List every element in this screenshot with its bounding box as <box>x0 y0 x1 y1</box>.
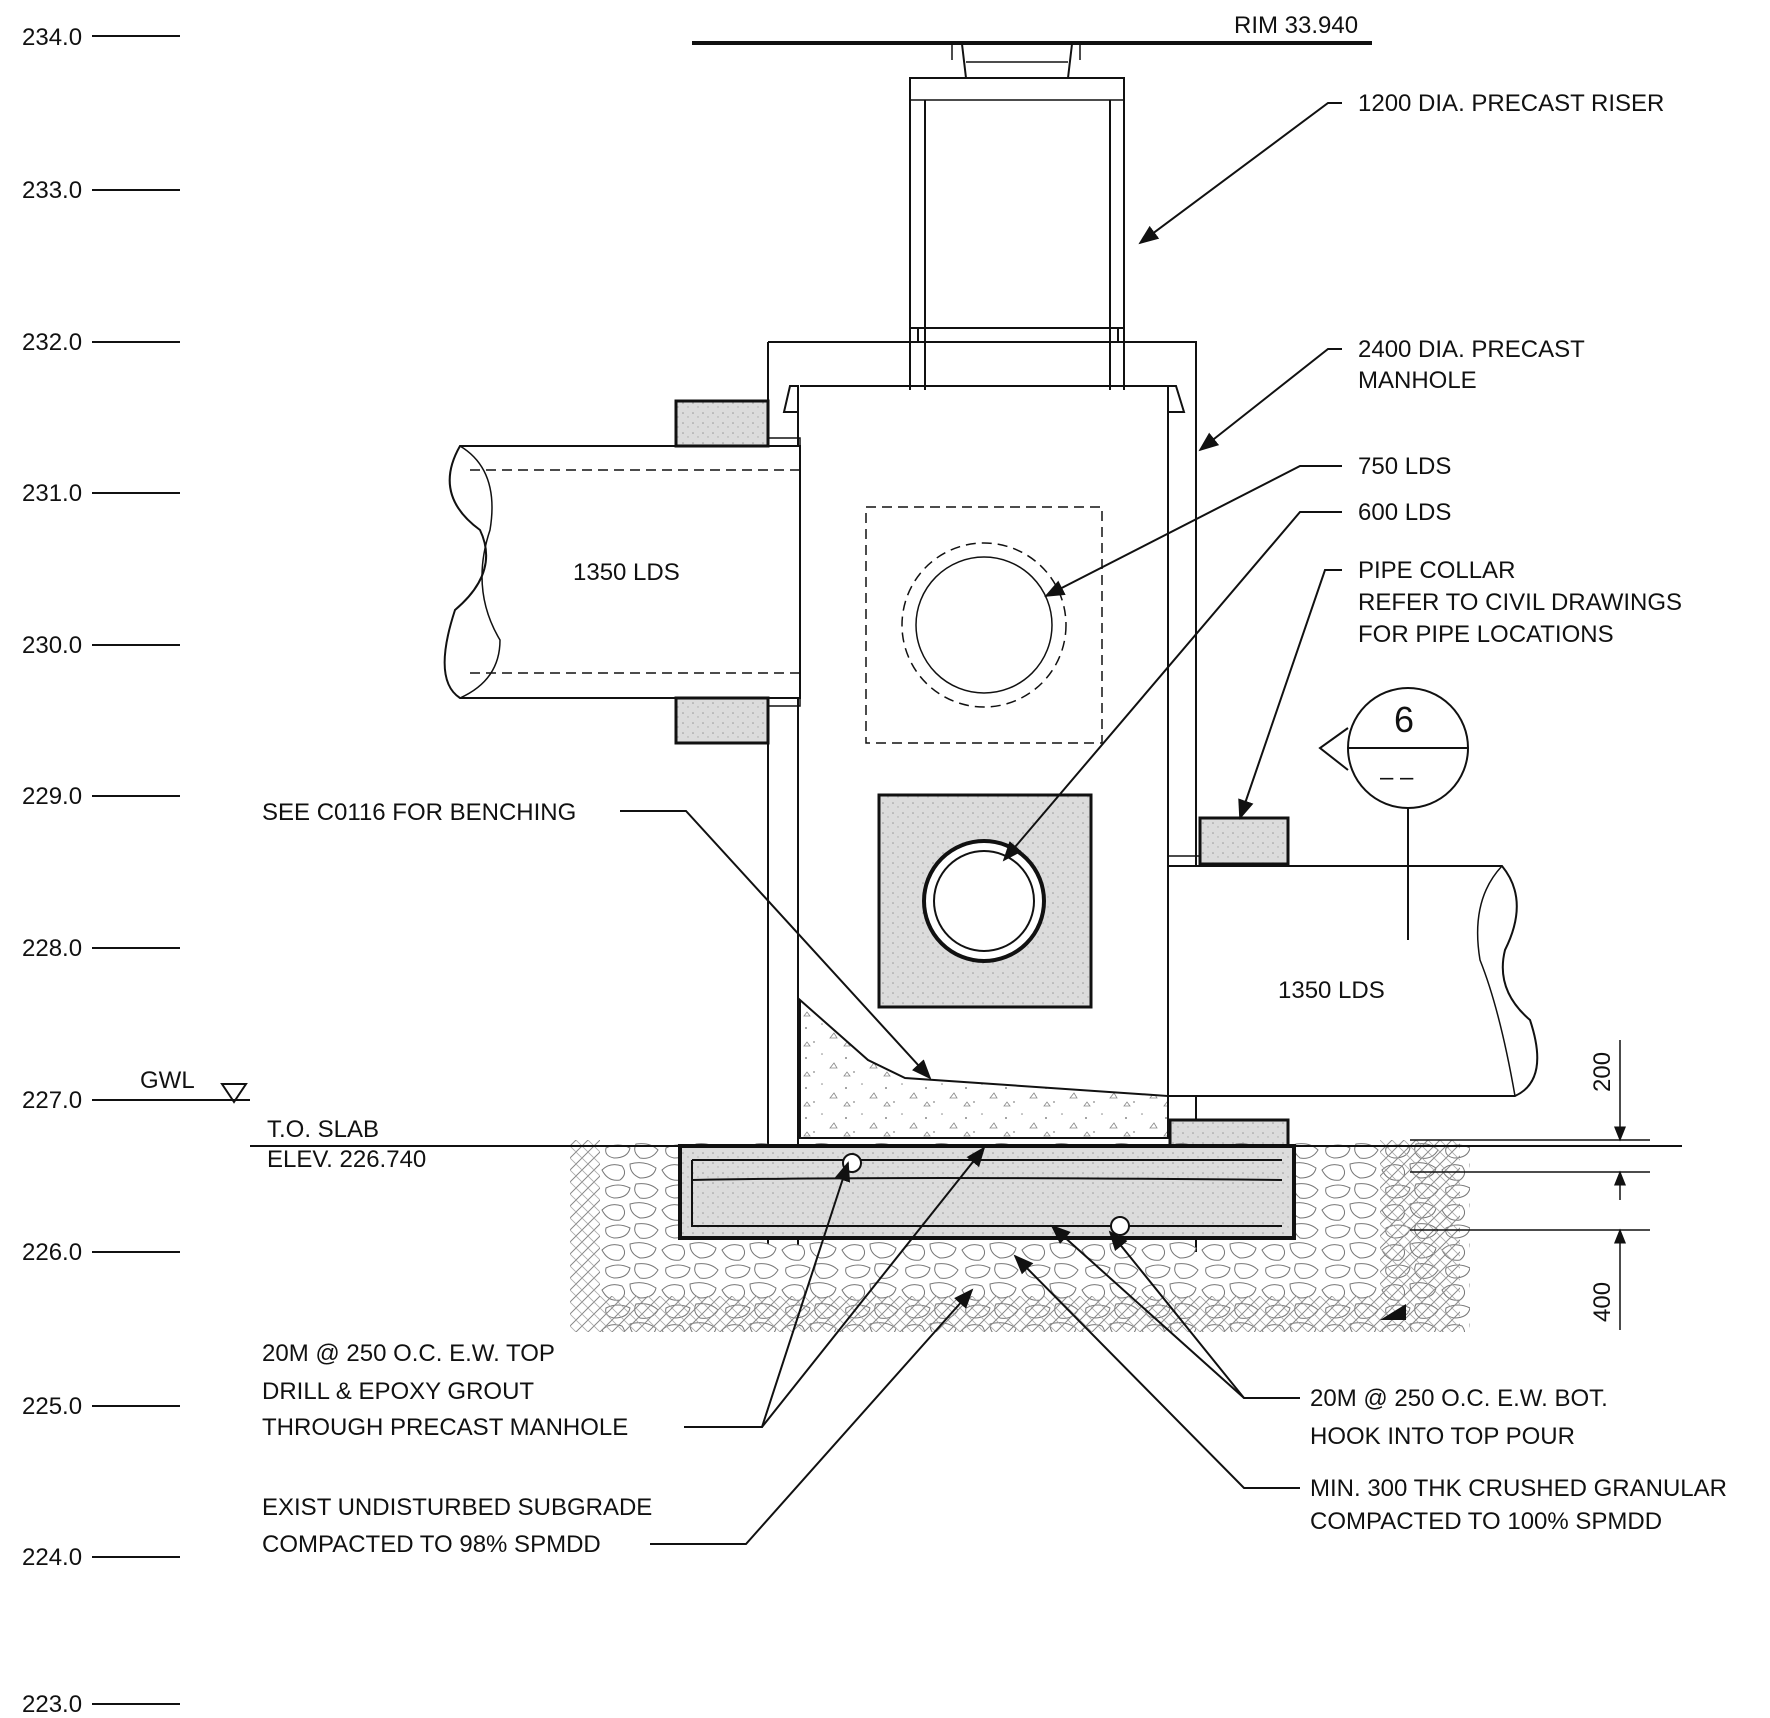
callout-top-rebar: 20M @ 250 O.C. E.W. TOP <box>262 1340 555 1367</box>
slab-elevation-label: ELEV. 226.740 <box>267 1146 426 1173</box>
pipe-collar <box>674 399 770 448</box>
elevation-label: 228.0 <box>22 935 82 962</box>
elevation-label: 231.0 <box>22 480 82 507</box>
callout-collar: FOR PIPE LOCATIONS <box>1358 621 1614 648</box>
subgrade <box>570 1140 1460 1332</box>
precast-riser <box>909 77 1125 390</box>
pipe-left-label: 1350 LDS <box>573 559 680 586</box>
pipe-left: 1350 LDS <box>443 445 801 699</box>
callout-collar: REFER TO CIVIL DRAWINGS <box>1358 589 1682 616</box>
benching <box>799 997 1169 1139</box>
callout-manhole: MANHOLE <box>1358 367 1477 394</box>
dim-200: 200 <box>1589 1052 1616 1092</box>
callout-riser: 1200 DIA. PRECAST RISER <box>1358 90 1664 117</box>
elevation-label: 225.0 <box>22 1393 82 1420</box>
callout-granular: COMPACTED TO 100% SPMDD <box>1310 1508 1662 1535</box>
callout-manhole: 2400 DIA. PRECAST <box>1358 336 1585 363</box>
callout-leaders <box>620 102 1342 1545</box>
elevation-label: 230.0 <box>22 632 82 659</box>
elevation-label: 232.0 <box>22 329 82 356</box>
elevation-label: 226.0 <box>22 1239 82 1266</box>
callout-top-rebar: DRILL & EPOXY GROUT <box>262 1378 534 1405</box>
dimensions: 200 400 <box>1410 1040 1650 1330</box>
callouts: 1200 DIA. PRECAST RISER 2400 DIA. PRECAS… <box>262 90 1727 1558</box>
section-number: 6 <box>1394 699 1414 740</box>
callout-bot-rebar: 20M @ 250 O.C. E.W. BOT. <box>1310 1385 1608 1412</box>
callout-subgrade: COMPACTED TO 98% SPMDD <box>262 1531 601 1558</box>
slab-top-label: T.O. SLAB <box>267 1116 379 1143</box>
callout-lds-600: 600 LDS <box>1358 499 1451 526</box>
pipe-collar <box>674 696 770 745</box>
slab: T.O. SLAB ELEV. 226.740 <box>250 1116 1682 1240</box>
callout-top-rebar: THROUGH PRECAST MANHOLE <box>262 1414 628 1441</box>
opening-750 <box>865 506 1103 744</box>
pipe-right-label: 1350 LDS <box>1278 977 1385 1004</box>
opening-600 <box>877 793 1093 1009</box>
pipe-right: 1350 LDS <box>1167 865 1539 1097</box>
callout-bot-rebar: HOOK INTO TOP POUR <box>1310 1423 1575 1450</box>
elevation-label: 227.0 <box>22 1087 82 1114</box>
elevation-label: 233.0 <box>22 177 82 204</box>
rim: RIM 33.940 <box>692 12 1372 79</box>
elevation-label: 229.0 <box>22 783 82 810</box>
callout-collar: PIPE COLLAR <box>1358 557 1515 584</box>
elevation-label: 234.0 <box>22 24 82 51</box>
section-sheet: – – <box>1380 764 1414 791</box>
callout-subgrade: EXIST UNDISTURBED SUBGRADE <box>262 1494 652 1521</box>
callout-benching: SEE C0116 FOR BENCHING <box>262 799 576 826</box>
elevation-label: 224.0 <box>22 1544 82 1571</box>
dim-400: 400 <box>1589 1282 1616 1322</box>
callout-granular: MIN. 300 THK CRUSHED GRANULAR <box>1310 1475 1727 1502</box>
groundwater-level: GWL <box>140 1067 248 1104</box>
rim-label: RIM 33.940 <box>1234 12 1358 39</box>
gwl-label: GWL <box>140 1067 195 1094</box>
elevation-label: 223.0 <box>22 1691 82 1718</box>
elevation-scale: 234.0 233.0 232.0 231.0 230.0 229.0 228.… <box>22 24 250 1718</box>
pipe-collar <box>1198 816 1290 866</box>
section-marker: 6 – – <box>1318 687 1469 940</box>
callout-lds-750: 750 LDS <box>1358 453 1451 480</box>
